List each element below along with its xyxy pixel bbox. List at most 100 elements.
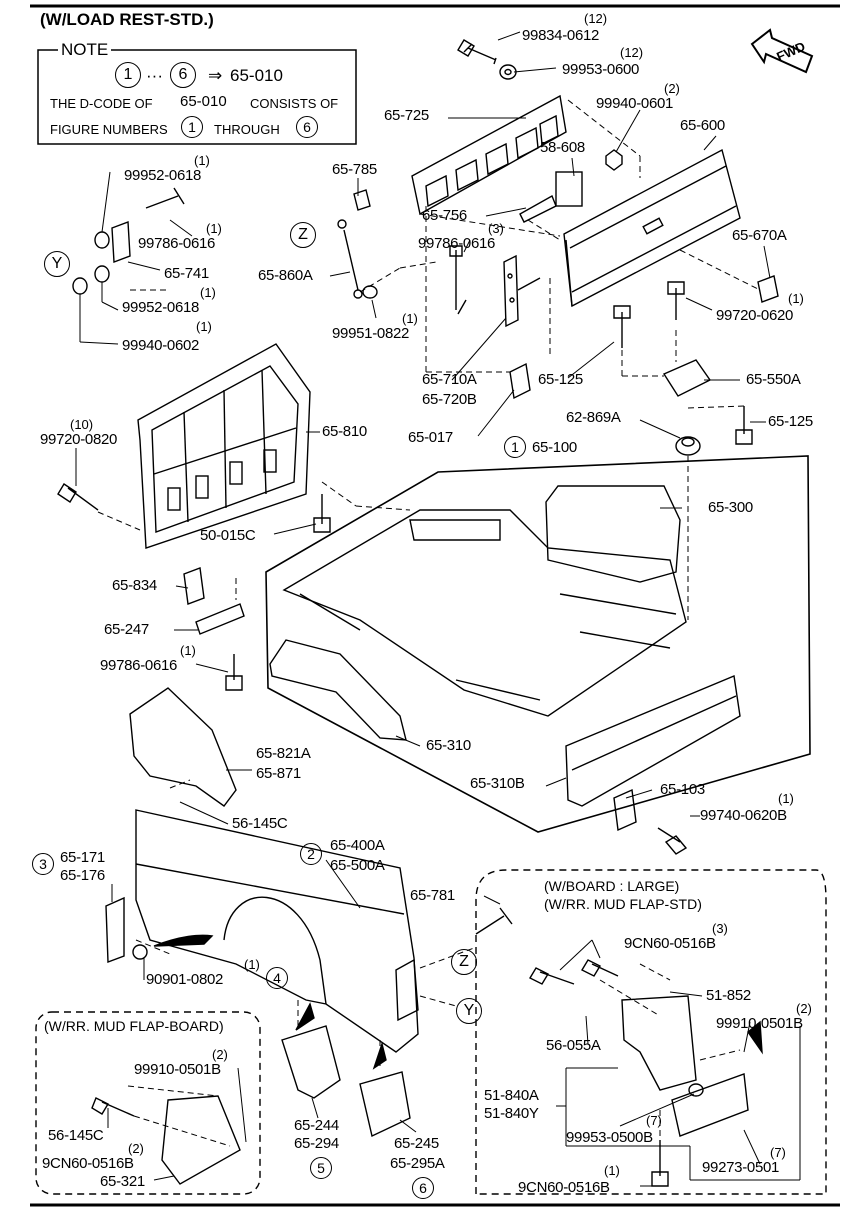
part-label: 65-294 [294, 1135, 339, 1152]
cable-65-860a [337, 189, 371, 299]
clip-65-670a [757, 275, 779, 303]
rear-panel-65-310b [565, 675, 741, 807]
qty-label: (1) [196, 319, 212, 334]
tailgate [563, 148, 741, 308]
part-label: 58-608 [540, 139, 585, 156]
figure-marker-4: 4 [266, 967, 288, 989]
pin-65-781 [475, 907, 513, 935]
fwd-arrow-icon [750, 28, 814, 74]
part-label: 99953-0600 [562, 61, 640, 78]
part-label: 99720-0620 [716, 307, 794, 324]
part-label: 65-725 [384, 107, 429, 124]
part-label: 65-810 [322, 423, 367, 440]
part-label: 65-244 [294, 1117, 339, 1134]
part-label: 99940-0601 [596, 95, 674, 112]
qty-label: (2) [796, 1001, 812, 1016]
part-label: 65-295A [390, 1155, 445, 1172]
note-line3c: THROUGH [214, 122, 280, 137]
part-label: 99786-0616 [418, 235, 496, 252]
part-label: 99910-0501B [716, 1015, 803, 1032]
part-label: 99273-0501 [702, 1159, 780, 1176]
note-arrow: ⇒ [208, 66, 223, 85]
part-label: 99953-0500B [566, 1129, 653, 1146]
part-label: 65-500A [330, 857, 385, 874]
part-label: 9CN60-0516B [42, 1155, 134, 1172]
note-line3a: FIGURE NUMBERS [50, 122, 168, 137]
part-label: 51-840Y [484, 1105, 539, 1122]
handle-bracket [519, 171, 583, 223]
plate-65-247 [195, 603, 245, 635]
qty-label: (1) [200, 285, 216, 300]
part-label: 56-145C [48, 1127, 104, 1144]
qty-label: (1) [244, 957, 260, 972]
mudguard-65-244 [281, 1025, 341, 1099]
part-label: 65-550A [746, 371, 801, 388]
part-label: 65-247 [104, 621, 149, 638]
qty-label: (1) [402, 311, 418, 326]
board-large-title-1: (W/BOARD : LARGE) [544, 878, 680, 894]
mud-flap-65-321 [161, 1095, 241, 1185]
figure-marker-2: 2 [300, 843, 322, 865]
part-label: 65-300 [708, 499, 753, 516]
part-label: 56-145C [232, 815, 288, 832]
inner-panel-65-821a [129, 687, 237, 807]
figure-marker-5: 5 [310, 1157, 332, 1179]
part-label: 9CN60-0516B [624, 935, 716, 952]
part-label: 65-834 [112, 577, 157, 594]
part-label: 65-741 [164, 265, 209, 282]
direction-arrow-icon [295, 1002, 315, 1031]
bracket-65-017 [509, 362, 531, 400]
part-label: 65-017 [408, 429, 453, 446]
note-code: 65-010 [230, 66, 283, 85]
qty-label: (1) [206, 221, 222, 236]
marker-z-lower: Z [451, 949, 477, 975]
qty-label: (1) [604, 1163, 620, 1178]
qty-label: (1) [194, 153, 210, 168]
board-large-title-2: (W/RR. MUD FLAP-STD) [544, 896, 702, 912]
cover-65-300 [545, 485, 681, 583]
qty-label: (3) [488, 221, 504, 236]
part-label: 90901-0802 [146, 971, 224, 988]
note-circle-6: 6 [170, 62, 196, 88]
stay-65-171 [105, 896, 125, 963]
part-label: 65-860A [258, 267, 313, 284]
qty-label: (1) [778, 791, 794, 806]
direction-arrow-icon [153, 934, 214, 947]
part-label: 99952-0618 [122, 299, 200, 316]
part-label: 65-600 [680, 117, 725, 134]
leader-lines [75, 31, 801, 1187]
part-label: 50-015C [200, 527, 256, 544]
load-rest-frame [137, 343, 311, 549]
part-label: 99952-0618 [124, 167, 202, 184]
part-label: 99720-0820 [40, 431, 118, 448]
part-label: 65-821A [256, 745, 311, 762]
board-large-box [475, 869, 827, 1195]
marker-z: Z [290, 222, 316, 248]
part-label: 65-310 [426, 737, 471, 754]
diagram-title: (W/LOAD REST-STD.) [40, 10, 214, 29]
part-label: 65-125 [538, 371, 583, 388]
part-label: 65-310B [470, 775, 525, 792]
part-label: 51-852 [706, 987, 751, 1004]
qty-label: (2) [664, 81, 680, 96]
mud-flap-board-box [35, 1011, 261, 1195]
marker-y-lower: Y [456, 998, 482, 1024]
tailgate-inner-board [411, 94, 567, 216]
note-circle-1: 1 [115, 62, 141, 88]
block-65-103 [613, 788, 637, 832]
note-circle-first: 1 [181, 116, 203, 138]
part-label: 65-720B [422, 391, 477, 408]
part-label: 65-321 [100, 1173, 145, 1190]
part-label: 65-670A [732, 227, 787, 244]
hinge-65-741 [111, 221, 131, 263]
clip-65-834 [183, 567, 205, 605]
note-line2c: CONSISTS OF [250, 96, 339, 111]
part-label: 65-710A [422, 371, 477, 388]
mud-flap-board-title: (W/RR. MUD FLAP-BOARD) [44, 1018, 224, 1034]
part-label: 51-840A [484, 1087, 539, 1104]
striker-65-550a [662, 359, 712, 397]
note-title: NOTE [58, 40, 112, 60]
figure-marker-1: 1 [504, 436, 526, 458]
part-label: 56-055A [546, 1037, 601, 1054]
